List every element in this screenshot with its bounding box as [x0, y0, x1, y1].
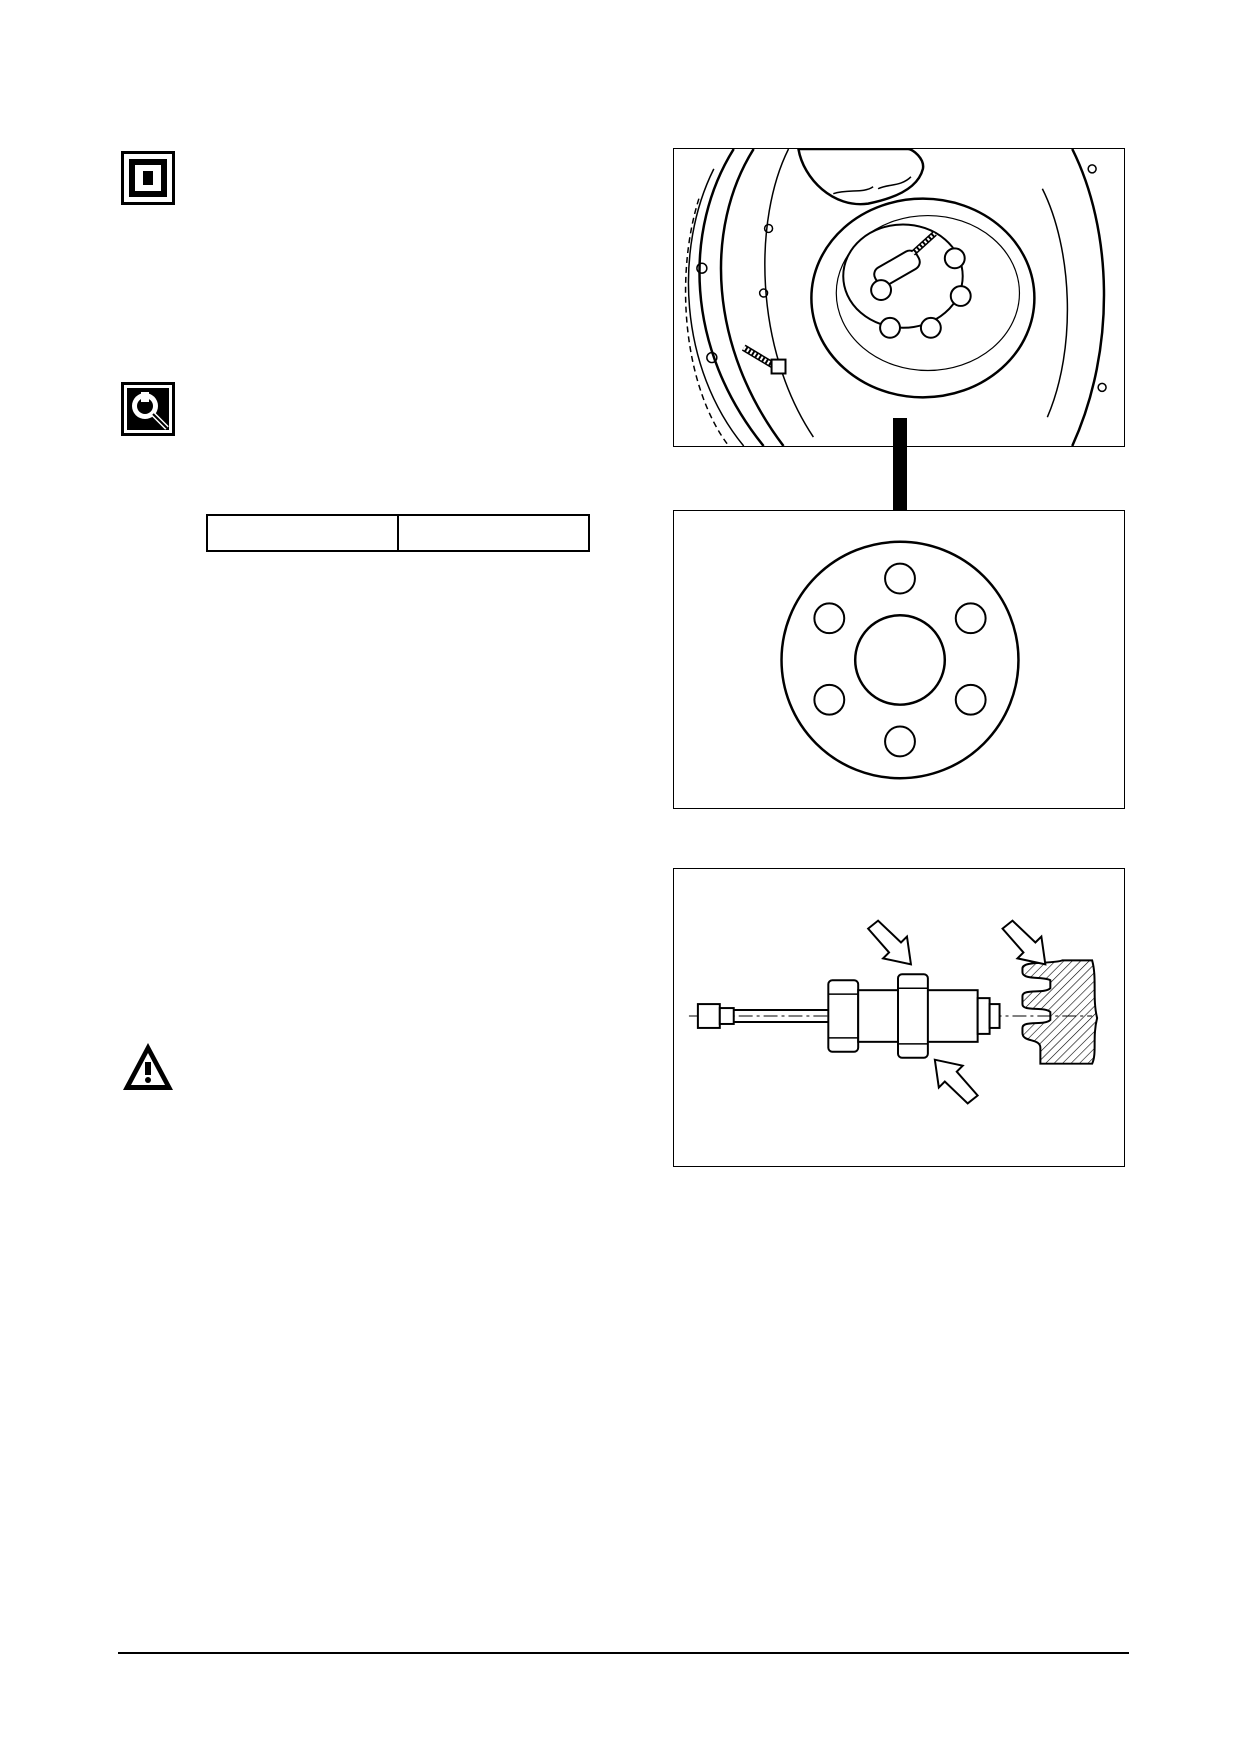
figure-flywheel-bolts — [673, 148, 1125, 447]
procedure-icon — [121, 151, 175, 205]
figure-sensor-and-toothed-wheel — [673, 868, 1125, 1167]
figure-flange-hole-pattern — [673, 510, 1125, 809]
spec-table-cell-left — [208, 516, 397, 550]
wrench-magnifier-icon — [121, 382, 175, 436]
spec-table — [206, 514, 590, 552]
spec-table-cell-right — [397, 516, 588, 550]
warning-triangle-icon — [121, 1040, 175, 1094]
footer-rule — [118, 1652, 1129, 1654]
